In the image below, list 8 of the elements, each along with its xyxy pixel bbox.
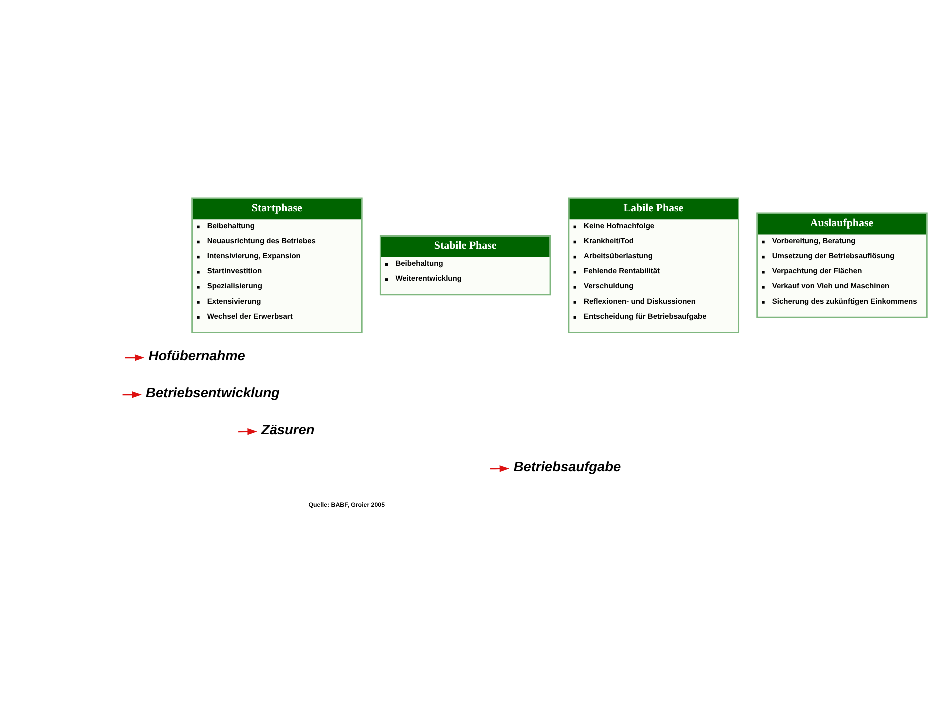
arrow <box>238 428 258 435</box>
node-text: Betriebsaufgabe <box>514 459 622 474</box>
node-text: Betriebsentwicklung <box>146 385 280 400</box>
arrow <box>125 354 145 361</box>
node-text: Zäsuren <box>261 422 315 438</box>
arrow <box>490 465 510 472</box>
arrow <box>122 391 142 398</box>
node-text: Hofübernahme <box>148 348 246 364</box>
